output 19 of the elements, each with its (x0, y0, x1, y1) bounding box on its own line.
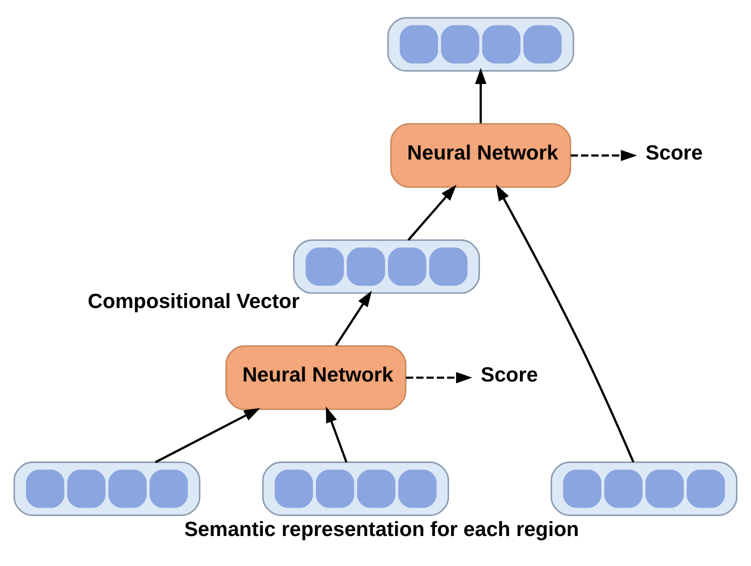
node-box: Neural Network (225, 344, 406, 410)
node-text: Score (480, 363, 538, 386)
arrow (570, 149, 638, 161)
node-text: Score (646, 140, 703, 164)
node-bar (387, 16, 574, 72)
arrow (475, 67, 486, 123)
arrow (335, 290, 372, 346)
caption: Semantic representation for each region (184, 518, 580, 541)
arrow (154, 407, 260, 463)
node-label: Compositional Vector (88, 290, 300, 313)
node-bar (550, 461, 738, 516)
node-bar (262, 461, 450, 516)
node-bar (293, 238, 480, 294)
arrow (496, 184, 634, 462)
arrow (408, 184, 456, 240)
arrow (326, 406, 348, 462)
arrow (406, 372, 472, 383)
node-bar (14, 461, 200, 516)
node-box: Neural Network (390, 122, 572, 188)
